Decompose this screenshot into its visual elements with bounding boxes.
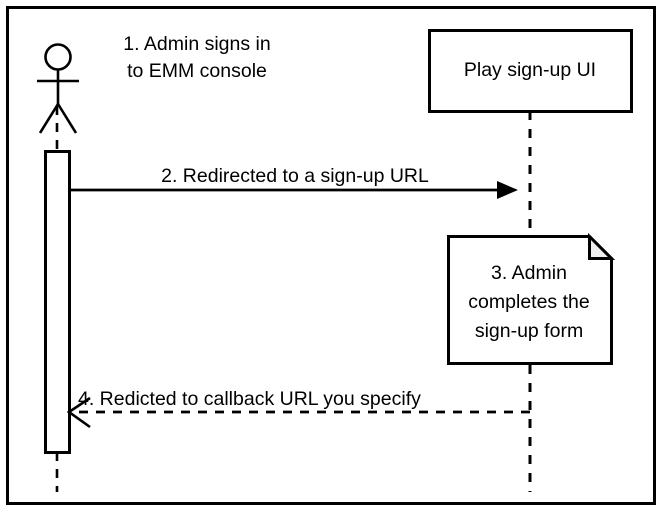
actor-leg-right [56, 103, 78, 134]
admin-actor-figure [37, 43, 79, 134]
sign-up-form-note-shape [447, 232, 616, 365]
actor-leg-left [38, 103, 60, 134]
note-text-label: 3. Admin completes the sign-up form [468, 262, 590, 342]
note-fold-corner [588, 232, 616, 260]
actor-caption-label: 1. Admin signs in to EMM console [123, 33, 271, 82]
actor-head-icon [44, 43, 72, 71]
message-2-arrowhead [497, 181, 518, 199]
note-body [447, 235, 613, 365]
participant-label: Play sign-up UI [463, 59, 597, 81]
message-4-arrowhead [66, 396, 91, 429]
message-4-arrow [66, 396, 530, 429]
message-4-label: 4. Redicted to callback URL you specify [78, 388, 421, 410]
message-2-label: 2. Redirected to a sign-up URL [161, 165, 429, 187]
message-2-arrow [69, 181, 518, 199]
actor-activation-bar [44, 150, 71, 454]
